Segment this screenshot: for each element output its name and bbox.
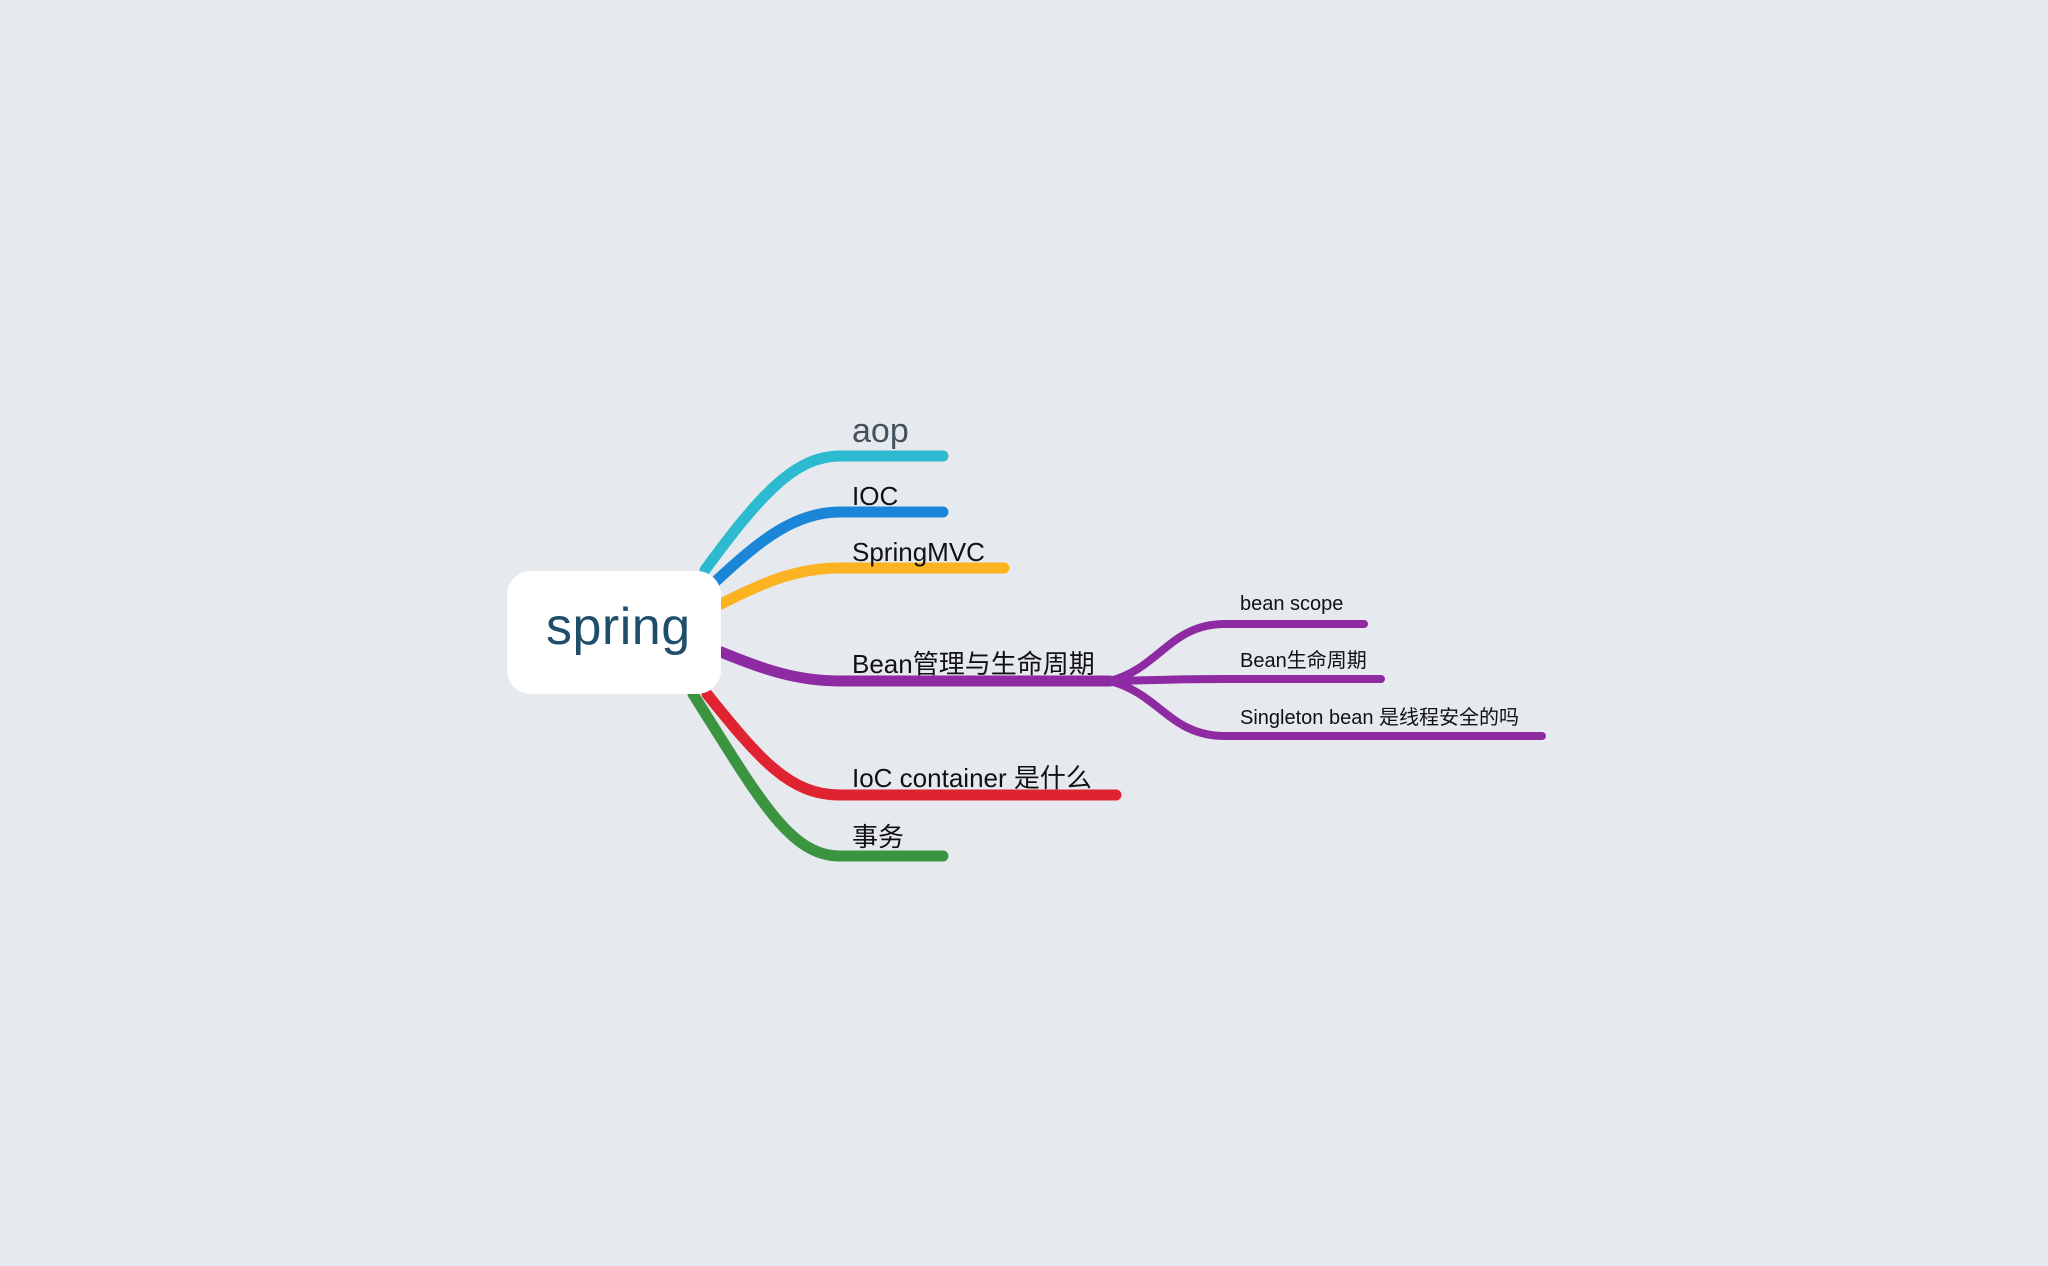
connector-ioc [709, 506, 949, 588]
topic-springmvc[interactable]: SpringMVC [852, 537, 985, 567]
connector-aop [699, 450, 949, 576]
connector-ioc-container [701, 688, 1122, 801]
topic-ioc[interactable]: IOC [852, 481, 899, 511]
topic-ioc-container[interactable]: IoC container 是什么 [852, 763, 1092, 793]
connector-transaction [687, 688, 949, 862]
connector-bean-lifecycle [715, 646, 1116, 687]
root-topic-spring[interactable]: spring [507, 571, 721, 694]
connector-bean-life [1106, 675, 1385, 685]
subtopic-singleton-thread-safe[interactable]: Singleton bean 是线程安全的吗 [1240, 707, 1520, 729]
connector-bean-scope [1106, 620, 1368, 685]
connector-springmvc [715, 562, 1010, 610]
topic-transaction[interactable]: 事务 [852, 822, 905, 852]
topic-bean-lifecycle[interactable]: Bean管理与生命周期 [852, 649, 1095, 679]
root-topic-label: spring [546, 598, 691, 656]
subtopic-bean-scope[interactable]: bean scope [1240, 593, 1344, 615]
topic-aop[interactable]: aop [852, 412, 909, 450]
subtopic-bean-life[interactable]: Bean生命周期 [1240, 650, 1367, 672]
connector-singleton [1106, 677, 1546, 740]
